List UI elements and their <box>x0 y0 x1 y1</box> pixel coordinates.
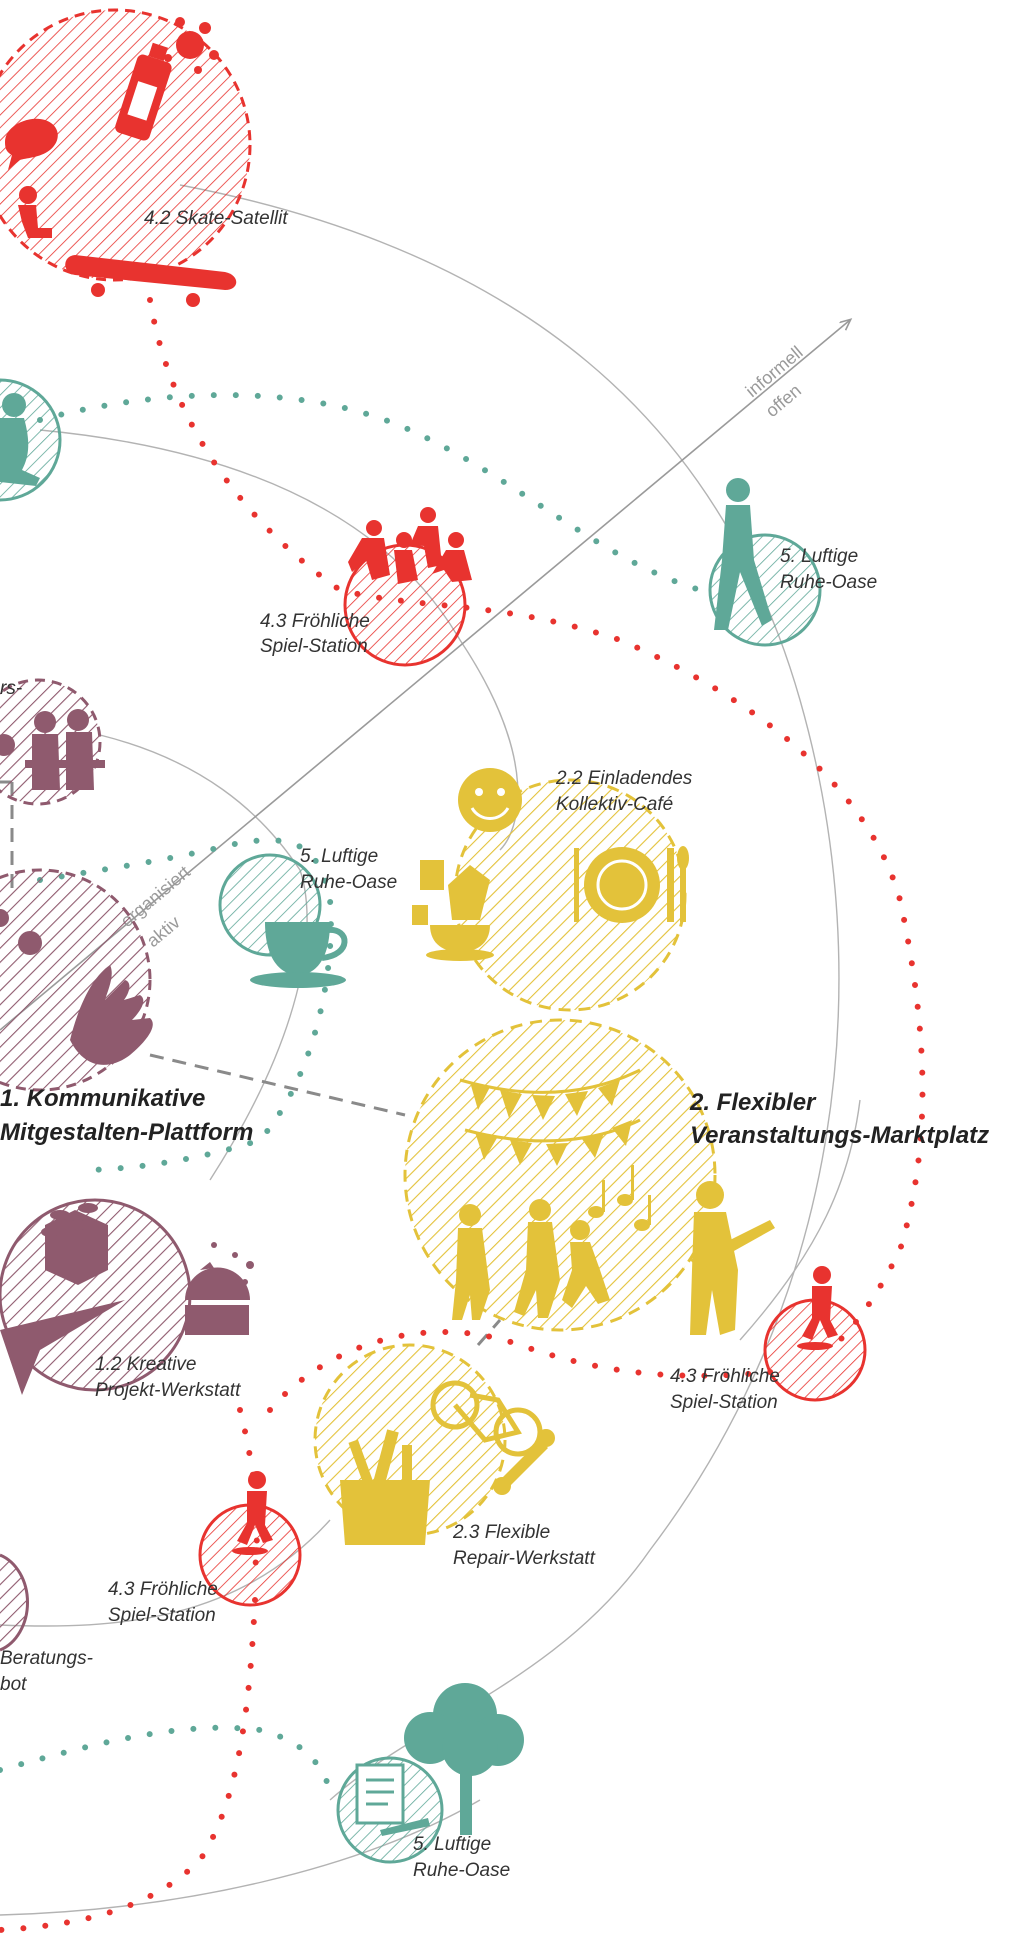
label-spiel-left-line1: 4.3 Fröhliche <box>108 1579 218 1600</box>
observatory-icon <box>185 1242 254 1335</box>
label-treff-fragment: rs- <box>0 678 22 699</box>
projekt-werkstatt-cluster: 1.2 Kreative Projekt-Werkstatt <box>0 1198 254 1401</box>
teal-path-mid <box>37 837 334 1173</box>
label-spiel-right-line1: 4.3 Fröhliche <box>670 1366 780 1387</box>
guitarist-icon <box>690 1181 775 1335</box>
skate-circle <box>0 8 252 282</box>
label-komm-line1: 1. Kommunikative <box>0 1085 205 1112</box>
spiel-station-left-cluster: 4.3 Fröhliche Spiel-Station <box>108 1471 302 1626</box>
orbit-sixth <box>739 1099 861 1341</box>
label-werkstatt-line2: Projekt-Werkstatt <box>95 1380 241 1401</box>
speech-bubble-icon <box>5 118 58 170</box>
orbit-lines <box>0 184 861 1916</box>
markt-circle <box>403 1018 717 1332</box>
ruhe-oase-mid-cluster: 5. Luftige Ruhe-Oase <box>218 846 397 988</box>
label-spiel-right-line2: Spiel-Station <box>670 1392 778 1413</box>
plum-komm-circle <box>0 868 152 1092</box>
children-playing-icon <box>348 507 472 584</box>
lego-brick-icon <box>41 1203 108 1285</box>
kollektiv-cafe-cluster: 2.2 Einladendes Kollektiv-Café <box>412 768 693 1012</box>
wrench-icon <box>493 1429 555 1495</box>
repair-werkstatt-cluster: 2.3 Flexible Repair-Werkstatt <box>313 1343 596 1569</box>
spray-can-icon <box>115 42 172 141</box>
person-walking-icon <box>714 478 772 630</box>
person-sitting-icon <box>0 393 40 486</box>
document-pen-icon <box>355 1763 430 1836</box>
label-markt-line2: Veranstaltungs-Marktplatz <box>690 1122 989 1149</box>
ruhe-oase-right-cluster: 5. Luftige Ruhe-Oase <box>708 478 877 647</box>
bubble-small <box>0 909 9 927</box>
teal-path-bottom <box>0 1724 333 1793</box>
axis-line <box>0 320 850 1031</box>
spiel-station-top-cluster: 4.3 Fröhliche Spiel-Station <box>260 507 472 667</box>
people-at-table-icon <box>0 709 105 790</box>
label-beratung-line1: Beratungs- <box>0 1648 93 1669</box>
label-spiel-top-line1: 4.3 Fröhliche <box>260 611 370 632</box>
person-sitting-icon <box>18 186 52 238</box>
red-path-bottom <box>0 1597 258 1933</box>
label-ruhe-right-line1: 5. Luftige <box>780 546 858 567</box>
label-spiel-left-line2: Spiel-Station <box>108 1605 216 1626</box>
smiley-icon <box>458 768 522 832</box>
plum-treff-cluster: rs- <box>0 678 105 806</box>
label-komm-line2: Mitgestalten-Plattform <box>0 1119 253 1146</box>
paper-plane-icon <box>0 1300 125 1395</box>
label-cafe-line1: 2.2 Einladendes <box>555 768 693 789</box>
beratungs-edge-circle <box>0 1553 30 1652</box>
teal-path-top <box>37 392 703 593</box>
label-skate-satellit: 4.2 Skate-Satellit <box>144 208 288 229</box>
skateboard-icon <box>65 255 237 307</box>
drinks-icon <box>412 860 494 961</box>
label-ruhe-bottom-line2: Ruhe-Oase <box>413 1860 510 1881</box>
label-cafe-line2: Kollektiv-Café <box>556 794 673 815</box>
label-repair-line2: Repair-Werkstatt <box>453 1548 596 1569</box>
label-markt-line1: 2. Flexibler <box>689 1089 817 1116</box>
coffee-cup-icon <box>250 922 348 988</box>
label-ruhe-bottom-line1: 5. Luftige <box>413 1834 491 1855</box>
music-notes-icon <box>588 1165 651 1231</box>
hands-icon <box>70 965 153 1065</box>
bunting-icon <box>459 1068 641 1166</box>
jumping-child-icon <box>797 1266 838 1350</box>
label-ruhe-right-line2: Ruhe-Oase <box>780 572 877 593</box>
tree-icon <box>404 1683 524 1835</box>
label-ruhe-mid-line2: Ruhe-Oase <box>300 872 397 893</box>
spiel-station-right-cluster: 4.3 Fröhliche Spiel-Station <box>670 1266 867 1413</box>
paint-splatter-icon <box>164 17 219 74</box>
label-werkstatt-line1: 1.2 Kreative <box>95 1354 196 1375</box>
toolbox-icon <box>340 1429 430 1545</box>
dancers-icon <box>452 1199 610 1320</box>
ruhe-oase-bottom-cluster: 5. Luftige Ruhe-Oase <box>336 1683 524 1881</box>
jumping-child-icon <box>232 1471 273 1555</box>
axis-label-aktiv: aktiv <box>143 912 184 951</box>
orbit-outer <box>179 184 840 1801</box>
label-spiel-top-line2: Spiel-Station <box>260 636 368 657</box>
bubble-large <box>18 931 42 955</box>
red-path-middle <box>267 1329 793 1413</box>
plate-cutlery-icon <box>574 846 689 923</box>
veranstaltungs-marktplatz-cluster: 2. Flexibler Veranstaltungs-Marktplatz <box>403 1018 989 1335</box>
beratungs-cluster: Beratungs- bot <box>0 1553 93 1695</box>
teal-dotted-paths <box>0 392 703 1793</box>
teal-top-left-cluster <box>0 378 62 502</box>
kommunikative-plattform-cluster: 1. Kommunikative Mitgestalten-Plattform <box>0 868 253 1146</box>
skate-satellite-cluster: 4.2 Skate-Satellit <box>0 8 288 307</box>
label-ruhe-mid-line1: 5. Luftige <box>300 846 378 867</box>
label-beratung-line2: bot <box>0 1674 27 1695</box>
label-repair-line1: 2.3 Flexible <box>452 1522 550 1543</box>
